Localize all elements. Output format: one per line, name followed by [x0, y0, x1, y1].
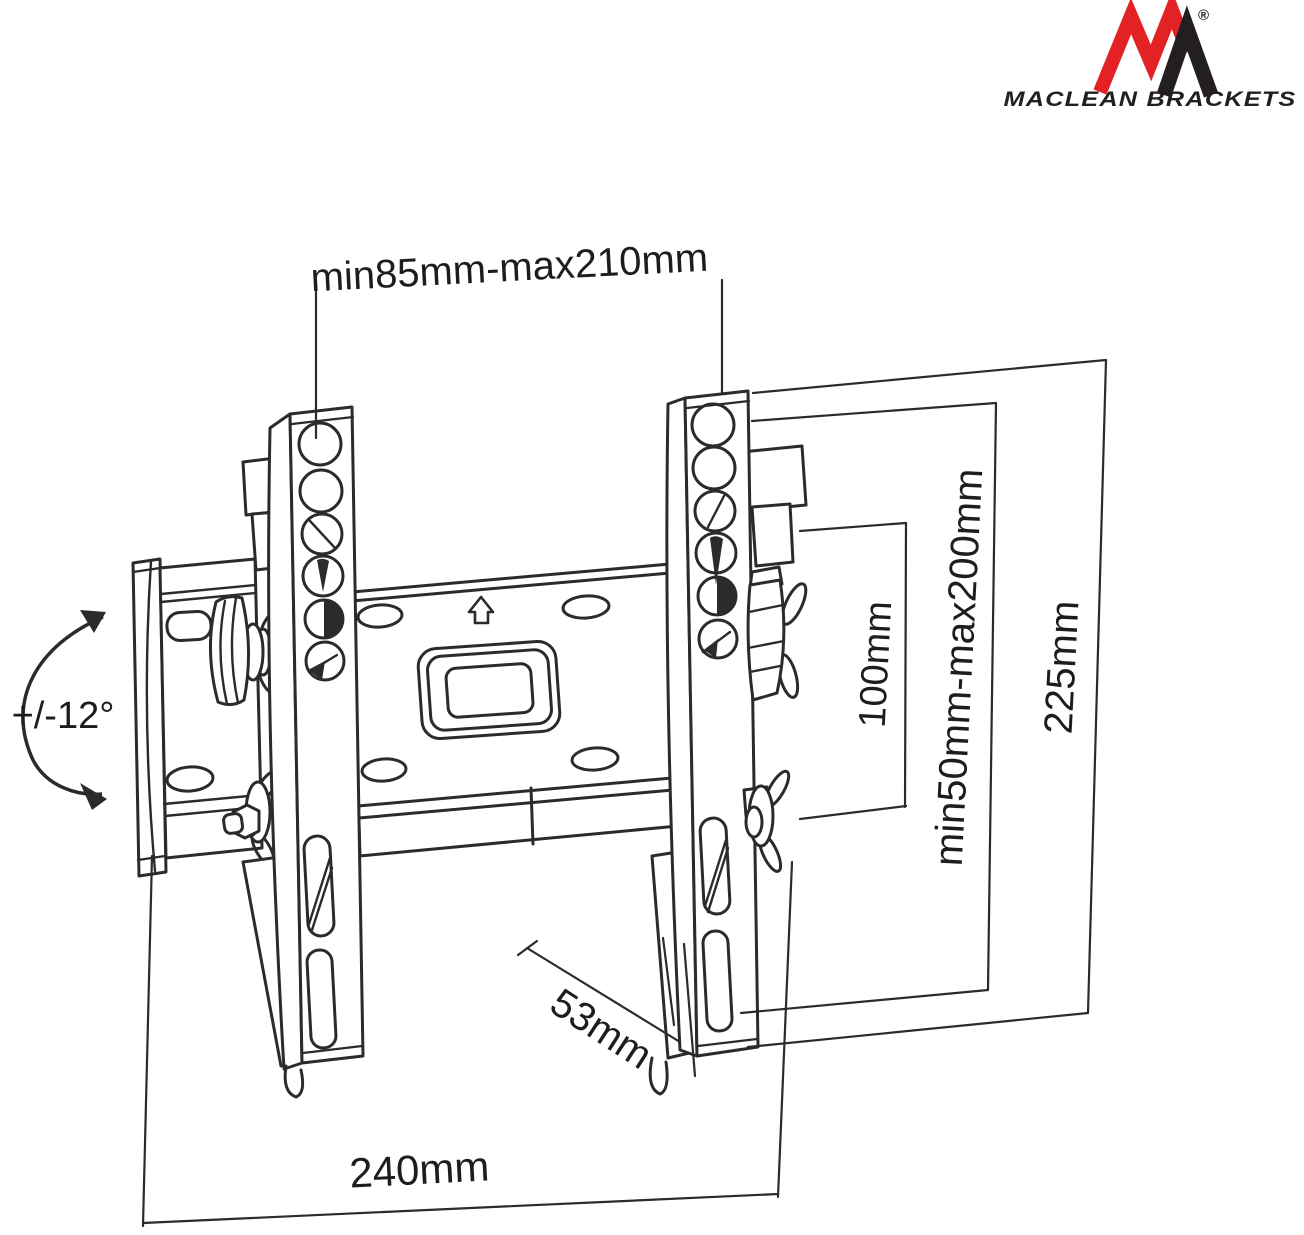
knob-ridges	[219, 596, 240, 706]
clamp-end-curve	[145, 559, 157, 873]
left-rail	[267, 405, 365, 1099]
wall-plate-top-fold	[350, 571, 672, 603]
knob-ridges	[746, 603, 786, 674]
tilt-arrowhead-bottom	[80, 783, 107, 810]
wall-plate-outline	[350, 562, 680, 858]
plate-slot	[360, 757, 408, 783]
tilt-arc	[21, 615, 104, 797]
mounting-hole	[298, 468, 344, 514]
screw-detail	[717, 577, 736, 615]
logo-registered-mark: ®	[1198, 7, 1209, 24]
screw-detail	[324, 600, 343, 638]
right-knob-assembly	[742, 565, 808, 873]
left-rail-edges	[290, 415, 364, 1055]
rail-bottom-hook	[648, 1056, 669, 1096]
label-tilt-range: +/-12°	[12, 695, 115, 737]
bracket-drawing	[131, 389, 808, 1099]
mounting-slot	[698, 816, 732, 916]
bolt-tip	[222, 812, 245, 835]
screw-detail	[317, 558, 329, 592]
screw-detail	[308, 519, 337, 550]
label-profile-depth: 53mm	[542, 980, 659, 1077]
bolt-washer-inner	[744, 805, 764, 839]
knob-stem	[165, 610, 213, 642]
screw-detail	[308, 661, 325, 680]
screw-detail	[706, 494, 726, 529]
mounting-hole	[297, 421, 343, 467]
mounting-hole	[693, 489, 737, 533]
logo-wordmark: MACLEAN BRACKETS	[1004, 88, 1297, 111]
dim-rail-span-extensions	[314, 278, 724, 440]
right-rail-flange	[665, 396, 699, 1058]
dim-240-lines	[141, 854, 794, 1228]
maclean-logo: ® MACLEAN BRACKETS	[1004, 0, 1297, 111]
label-rail-hole-span: min85mm-max210mm	[310, 236, 710, 301]
tilt-arc-icon	[21, 610, 107, 810]
plate-center-cutout	[416, 640, 562, 740]
mounting-hole	[300, 512, 344, 556]
left-rail-face	[288, 405, 365, 1065]
wall-plate-bottom-fold	[356, 776, 675, 820]
mounting-hole	[301, 554, 345, 598]
mounting-slot	[701, 929, 734, 1033]
rail-bottom-hook	[283, 1064, 305, 1099]
left-tilt-knob	[208, 595, 251, 707]
wall-plate	[350, 562, 680, 858]
label-vesa-spacing: 100mm	[852, 600, 901, 729]
slot-hook-lines	[703, 838, 730, 914]
left-rail-flange	[267, 412, 304, 1071]
screw-detail	[704, 639, 718, 658]
right-rail	[665, 389, 760, 1058]
mounting-slot	[302, 834, 336, 938]
tilt-arrowhead-top	[80, 610, 106, 633]
label-overall-height: 225mm	[1037, 600, 1088, 736]
right-tilt-knob	[746, 578, 786, 702]
dim-vesa-range-lines	[739, 401, 998, 1015]
mounting-slot	[305, 948, 338, 1050]
screw-detail	[710, 536, 723, 585]
label-wall-plate-width: 240mm	[348, 1142, 490, 1196]
clamp-folds	[159, 583, 262, 818]
wall-plate-seam	[529, 786, 535, 846]
plate-slot	[356, 603, 404, 629]
plate-slot	[561, 594, 611, 620]
dim-53-lines	[516, 936, 697, 1078]
dim-225-lines	[746, 358, 1108, 1049]
slot-hook-lines	[307, 856, 334, 932]
plate-slot	[570, 746, 620, 772]
mounting-hole	[691, 445, 737, 491]
mounting-hole	[304, 640, 346, 682]
up-arrow-icon	[467, 595, 495, 625]
dim-100-lines	[798, 521, 908, 821]
label-vesa-vertical-range: min50mm-max200mm	[927, 468, 992, 868]
mounting-hole	[697, 618, 739, 660]
clamp-slot	[165, 765, 215, 793]
logo-mark-red	[1093, 0, 1195, 95]
logo-mark-black	[1156, 5, 1219, 98]
dimension-lines	[141, 278, 1108, 1228]
